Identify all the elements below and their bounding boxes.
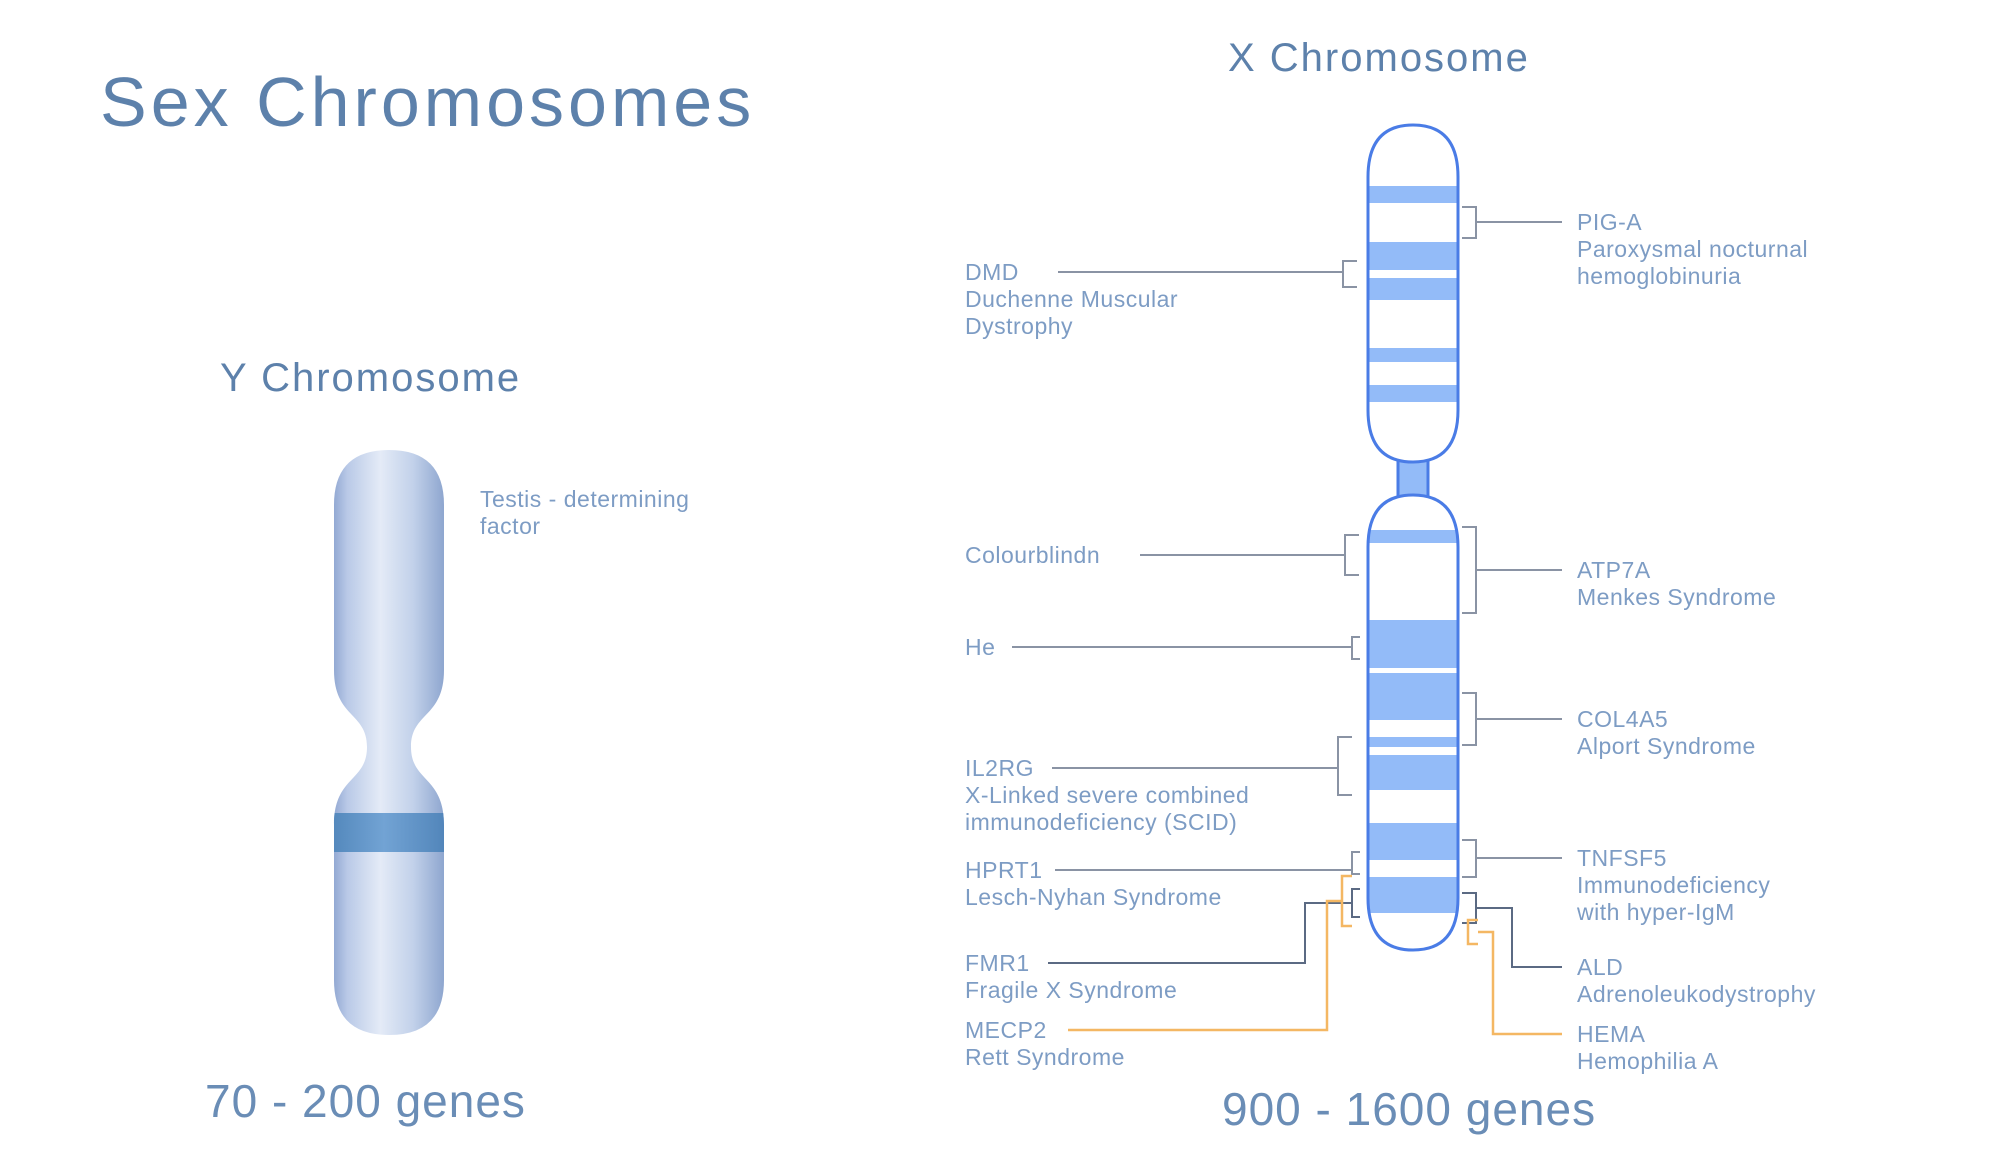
hprt1-bracket: [1351, 851, 1360, 875]
fmr1-bracket: [1351, 888, 1360, 918]
label-tnfsf5: TNFSF5 Immunodeficiency with hyper-IgM: [1577, 845, 1770, 926]
disease-name: Paroxysmal nocturnal: [1577, 236, 1809, 262]
disease-name: Duchenne Muscular: [965, 286, 1179, 312]
annotation-line: factor: [480, 513, 541, 539]
disease-name: Rett Syndrome: [965, 1044, 1125, 1070]
label-mecp2: MECP2 Rett Syndrome: [965, 1017, 1125, 1071]
x-gene-count: 900 - 1600 genes: [1222, 1083, 1597, 1135]
label-piga: PIG-A Paroxysmal nocturnal hemoglobinuri…: [1577, 209, 1808, 290]
x-top-arm-bands: [1368, 186, 1458, 402]
disease-name: with hyper-IgM: [1577, 899, 1735, 925]
disease-name: Lesch-Nyhan Syndrome: [965, 884, 1222, 910]
disease-name: Hemophilia A: [1577, 1048, 1719, 1074]
x-bottom-arm-bands: [1368, 530, 1458, 913]
label-he: He: [965, 634, 995, 661]
y-chromosome-dark-band: [334, 813, 444, 852]
il2rg-bracket: [1337, 736, 1352, 796]
gene-name: Colourblindn: [965, 542, 1101, 568]
gene-name: MECP2: [965, 1017, 1047, 1043]
y-gene-count: 70 - 200 genes: [205, 1075, 526, 1127]
x-chromosome-title: X Chromosome: [1228, 36, 1530, 80]
label-col4a5: COL4A5 Alport Syndrome: [1577, 706, 1756, 760]
gene-name: DMD: [965, 259, 1019, 285]
hema-connector: [1478, 930, 1562, 1036]
x-centromere: [1396, 456, 1430, 500]
piga-bracket: [1462, 206, 1477, 239]
mecp2-bracket: [1340, 874, 1352, 928]
he-bracket: [1351, 636, 1360, 660]
label-fmr1: FMR1 Fragile X Syndrome: [965, 950, 1177, 1004]
disease-name: X-Linked severe combined: [965, 782, 1250, 808]
y-chromosome-title: Y Chromosome: [220, 356, 522, 400]
ald-bracket: [1462, 892, 1477, 924]
label-il2rg: IL2RG X-Linked severe combined immunodef…: [965, 755, 1249, 836]
disease-name: Adrenoleukodystrophy: [1577, 981, 1816, 1007]
gene-name: COL4A5: [1577, 706, 1669, 732]
disease-name: Dystrophy: [965, 313, 1074, 339]
gene-name: IL2RG: [965, 755, 1034, 781]
col4a5-bracket: [1462, 692, 1477, 746]
disease-name: Immunodeficiency: [1577, 872, 1771, 898]
testis-determining-factor-label: Testis - determining factor: [480, 486, 689, 540]
tnfsf5-bracket: [1462, 839, 1477, 878]
hema-bracket: [1466, 918, 1478, 946]
label-atp7a: ATP7A Menkes Syndrome: [1577, 557, 1776, 611]
label-colourblind: Colourblindn: [965, 542, 1100, 569]
annotation-line: Testis - determining: [480, 486, 690, 512]
label-hprt1: HPRT1 Lesch-Nyhan Syndrome: [965, 857, 1222, 911]
disease-name: Fragile X Syndrome: [965, 977, 1178, 1003]
atp7a-bracket: [1462, 526, 1477, 614]
gene-name: PIG-A: [1577, 209, 1643, 235]
y-chromosome-body: [334, 450, 444, 1035]
page-title: Sex Chromosomes: [100, 63, 756, 141]
x-chromosome-graphic: [1366, 123, 1460, 952]
disease-name: hemoglobinuria: [1577, 263, 1742, 289]
ald-connector: [1476, 907, 1562, 968]
gene-name: He: [965, 634, 996, 660]
label-dmd: DMD Duchenne Muscular Dystrophy: [965, 259, 1178, 340]
gene-name: HEMA: [1577, 1021, 1646, 1047]
label-ald: ALD Adrenoleukodystrophy: [1577, 954, 1816, 1008]
y-chromosome-graphic: [334, 450, 444, 1035]
gene-name: FMR1: [965, 950, 1030, 976]
disease-name: Menkes Syndrome: [1577, 584, 1777, 610]
disease-name: Alport Syndrome: [1577, 733, 1756, 759]
gene-name: HPRT1: [965, 857, 1043, 883]
gene-name: ATP7A: [1577, 557, 1651, 583]
dmd-bracket: [1342, 260, 1357, 288]
gene-name: ALD: [1577, 954, 1624, 980]
gene-name: TNFSF5: [1577, 845, 1667, 871]
colourblind-bracket: [1344, 534, 1359, 576]
label-hema: HEMA Hemophilia A: [1577, 1021, 1719, 1075]
disease-name: immunodeficiency (SCID): [965, 809, 1238, 835]
